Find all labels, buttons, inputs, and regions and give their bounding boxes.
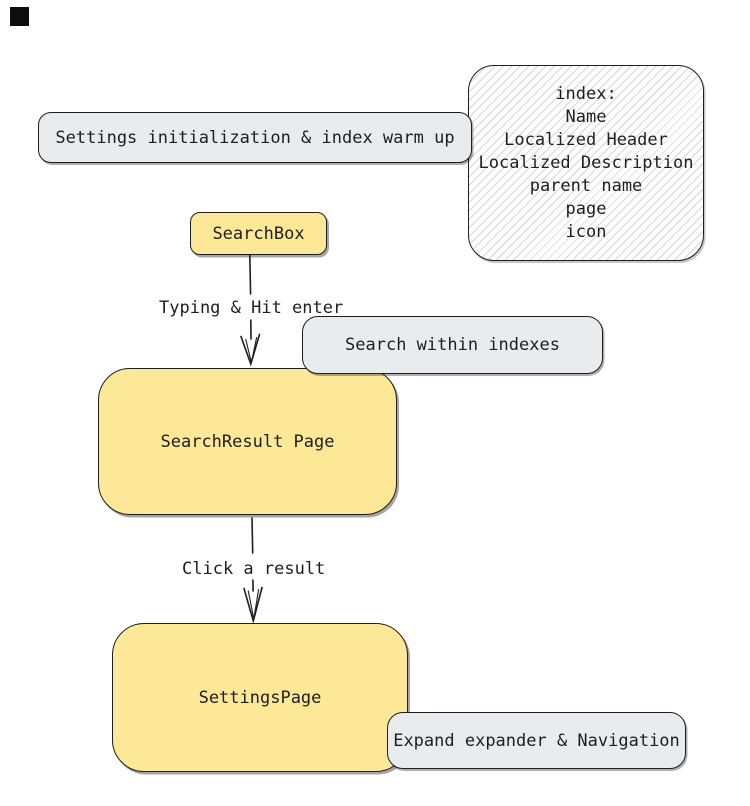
node-label: SearchBox [212,223,305,244]
edge-label-click-a-result: Click a result [182,559,326,579]
node-label: Expand expander & Navigation [393,730,680,751]
index-fields-line: index: [555,83,617,104]
index-fields-line: icon [565,221,607,242]
node-label: Search within indexes [345,335,560,355]
index-fields-line: Name [565,106,607,127]
index-fields-line: Localized Header [504,129,668,150]
index-fields-line: parent name [529,175,643,196]
black-square-artifact [10,7,29,26]
node-label: Settings initialization & index warm up [55,127,455,148]
arrow-typing-line [249,254,252,295]
node-settings-initialization: Settings initialization & index warm up [38,112,472,163]
arrow-click-head [247,588,260,620]
arrow-typing-head [240,333,261,367]
arrow-typing-head [245,336,258,363]
node-searchbox: SearchBox [190,212,327,255]
node-index-fields: index: Name Localized Header Localized D… [468,65,704,261]
node-search-result-page: SearchResult Page [98,368,397,515]
node-expand-expander-navigation: Expand expander & Navigation [387,712,686,769]
node-label: SettingsPage [198,687,322,708]
node-label: SearchResult Page [160,431,335,452]
arrow-click-head [243,586,263,625]
node-settings-page: SettingsPage [112,623,408,772]
index-fields-line: page [565,198,607,219]
node-search-within-indexes: Search within indexes [302,316,603,374]
edge-label-typing-hit-enter: Typing & Hit enter [159,298,344,318]
index-fields-line: Localized Description [478,152,694,173]
arrow-click-line [251,517,254,554]
